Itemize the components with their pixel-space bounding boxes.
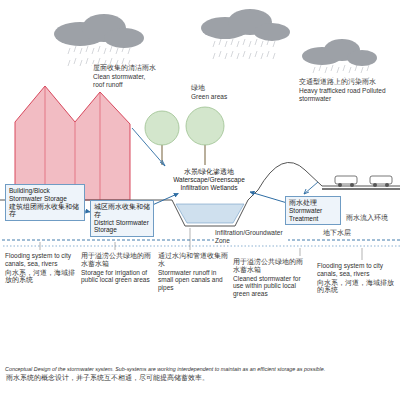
callout-label: 雨水系统的概念设计，并子系统互不相通，尽可能提高储蓄效率。 bbox=[5, 374, 210, 382]
district-storage-box: 城区雨水收集和储存District Stormwater Storage bbox=[90, 200, 154, 237]
callout-label: Flooding system to city canals, sea, riv… bbox=[4, 252, 78, 268]
callout-label: Flooding system to city canals, sea, riv… bbox=[316, 262, 398, 278]
node-text: 城区雨水收集和储存 bbox=[94, 203, 150, 219]
callout-label: Infiltration/Groundwater Zone bbox=[214, 229, 288, 245]
callout-label: 屋面收集的清洁雨水 bbox=[92, 64, 157, 72]
callout-label: 通过水沟和管道收集雨水 bbox=[157, 252, 229, 268]
runoff-arrows bbox=[2, 128, 400, 246]
caption: Conceptual Design of the stormwater syst… bbox=[5, 366, 395, 373]
callout-label: Green areas bbox=[190, 93, 228, 101]
callout-label: 地下水层 bbox=[322, 229, 352, 237]
callout-label: 雨水流入环境 bbox=[345, 214, 389, 222]
building-lines bbox=[45, 86, 100, 200]
building-storage-box: Building/Block Stormwater Storage建筑组团雨水收… bbox=[5, 184, 85, 221]
node-text: 建筑组团雨水收集和储存 bbox=[9, 203, 81, 219]
callout-label: 向水系，河道，海域排放的系统 bbox=[316, 279, 398, 295]
treatment-box: 雨水处理Stormwater Treatment bbox=[285, 196, 341, 225]
callout-label: 用于溢涝公共绿地的雨水蓄水箱 bbox=[80, 252, 154, 268]
node-text: District Stormwater Storage bbox=[94, 219, 150, 235]
callout-label: 用于溢涝公共绿地的雨水蓄水箱 bbox=[232, 258, 310, 274]
flow-arrow bbox=[154, 193, 178, 204]
clouds bbox=[54, 9, 377, 66]
node-text: Stormwater Treatment bbox=[289, 207, 337, 223]
wetland-band: 水景/绿化渗透地Waterscape/Greenscape Infiltrati… bbox=[168, 166, 250, 193]
node-text: Building/Block Stormwater Storage bbox=[9, 187, 81, 203]
road bbox=[322, 176, 400, 189]
node-text: 雨水处理 bbox=[289, 199, 337, 207]
callout-label: 交通型道路上的污染雨水 bbox=[298, 78, 377, 86]
callout-label: Clean stormwater, roof runoff bbox=[92, 73, 158, 89]
callout-label: Stormwater runoff in small open canals a… bbox=[157, 269, 229, 292]
node-text: 水景/绿化渗透地 bbox=[171, 168, 247, 176]
callout-label: Heavy trafficked road Polluted stormwate… bbox=[298, 87, 388, 103]
ground-line bbox=[0, 162, 400, 226]
building bbox=[15, 86, 130, 200]
node-text: Waterscape/Greenscape Infiltration Wetla… bbox=[171, 176, 247, 192]
flow-arrow bbox=[250, 192, 285, 202]
callout-label: 绿地 bbox=[190, 84, 206, 92]
callout-label: Cleaned stormwater for use within public… bbox=[232, 275, 310, 298]
callout-label: Storage for irrigation of public local g… bbox=[80, 269, 154, 285]
wetland-water bbox=[176, 204, 244, 223]
callout-label: 向水系，河道，海域排放的系统 bbox=[4, 269, 78, 285]
